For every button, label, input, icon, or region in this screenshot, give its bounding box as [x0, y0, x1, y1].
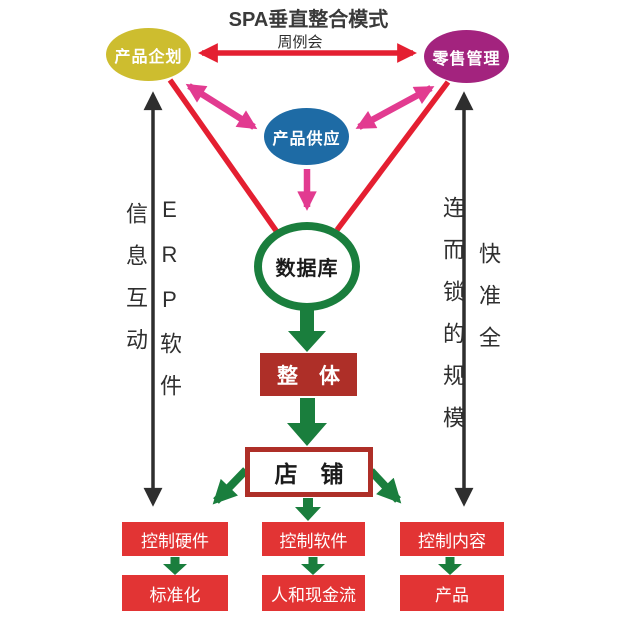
database-to-whole-arrow — [288, 309, 326, 352]
box-product: 产品 — [400, 575, 504, 611]
side-label-fast-accurate-complete: 快准全 — [476, 242, 501, 368]
store-to-hardware-arrow — [212, 467, 249, 505]
node-retail-management: 零售管理 — [424, 30, 509, 83]
weekly-meeting-label: 周例会 — [277, 34, 323, 51]
side-label-info-interaction: 信息互动 — [123, 202, 148, 370]
node-product-supply: 产品供应 — [264, 108, 349, 165]
box-whole: 整 体 — [260, 353, 357, 396]
node-product-supply-label: 产品供应 — [272, 130, 341, 148]
box-standardization: 标准化 — [122, 575, 228, 611]
planning-supply-arrow — [185, 83, 258, 130]
hardware-to-standard-arrow — [163, 557, 187, 575]
diagram-title: SPA垂直整合模式 — [228, 9, 389, 31]
box-people-cashflow: 人和现金流 — [262, 575, 365, 611]
side-label-erp-software: ERP软件 — [157, 197, 182, 416]
software-to-cashflow-arrow — [301, 557, 325, 575]
store-down-arrow — [295, 498, 321, 521]
box-control-hardware: 控制硬件 — [122, 522, 228, 556]
box-control-software: 控制软件 — [262, 522, 365, 556]
node-product-planning-label: 产品企划 — [114, 48, 183, 66]
node-database: 数据库 — [254, 222, 360, 311]
retail-to-database-line — [334, 80, 451, 232]
store-to-content-arrow — [368, 468, 402, 504]
planning-to-database-line — [167, 78, 280, 234]
side-label-chain-scale: 连而锁的规模 — [440, 196, 465, 448]
node-database-label: 数据库 — [275, 258, 339, 280]
retail-supply-arrow — [355, 85, 435, 130]
content-to-product-arrow — [438, 557, 462, 575]
node-product-planning: 产品企划 — [106, 28, 191, 81]
box-store: 店 铺 — [245, 447, 373, 497]
box-control-content: 控制内容 — [400, 522, 504, 556]
node-retail-management-label: 零售管理 — [432, 50, 501, 68]
whole-to-store-arrow — [287, 398, 327, 446]
